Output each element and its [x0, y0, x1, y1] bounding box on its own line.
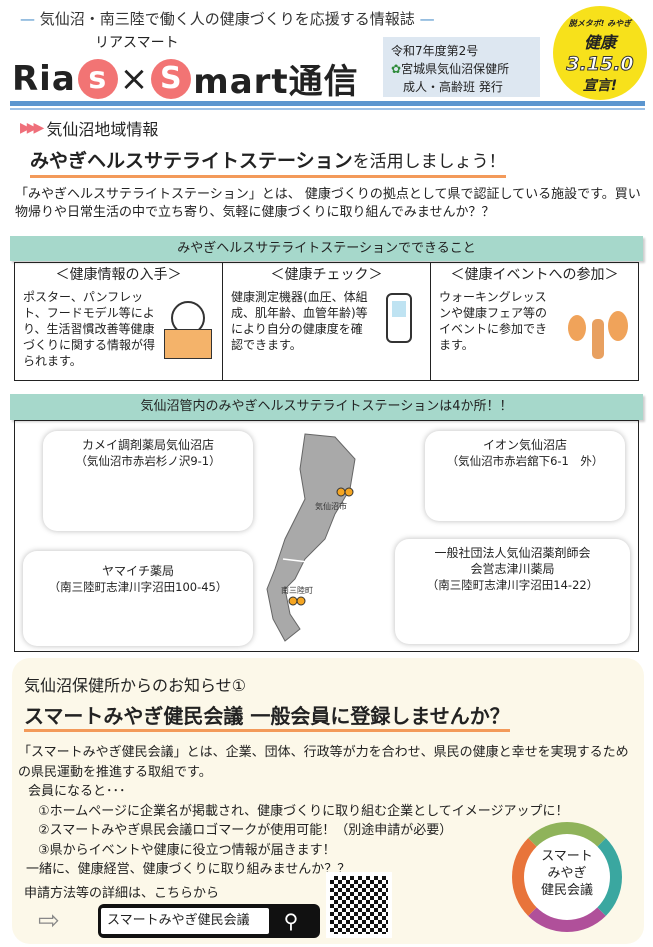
can-do-columns: ＜健康情報の入手＞ポスター、パンフレット、フードモデル等により、生活習慣改善等健… — [14, 262, 639, 381]
map-label-kesennuma: 気仙沼市 — [315, 502, 347, 511]
section-heading: ▶▶▶気仙沼地域情報 — [20, 120, 159, 139]
column-info: ＜健康情報の入手＞ポスター、パンフレット、フードモデル等により、生活習慣改善等健… — [15, 263, 223, 380]
health-device-icon — [386, 293, 412, 343]
logo-ruby: リアスマート — [95, 35, 179, 51]
notice-body: 「スマートみやぎ健民会議」とは、企業、団体、行政等が力を合わせ、県民の健康と幸せ… — [18, 745, 629, 877]
section-title: みやぎヘルスサテライトステーションを活用しましょう！ — [30, 146, 506, 178]
health-declaration-badge: 脱メタボ! みやぎ 健康 3.15.0 宣言! — [553, 6, 647, 100]
notice-heading: 気仙沼保健所からのお知らせ① — [24, 676, 247, 695]
column-event: ＜健康イベントへの参加＞ウォーキングレッスンや健康フェア等のイベントに参加できま… — [431, 263, 638, 380]
tagline: — 気仙沼・南三陸で働く人の健康づくりを応援する情報誌 — — [20, 10, 435, 28]
search-icon[interactable]: ⚲ — [283, 909, 299, 933]
store-card: 一般社団法人気仙沼薬剤師会 会営志津川薬局（南三陸町志津川字沼田14-22） — [395, 539, 630, 644]
smart-miyagi-logo: スマート みやぎ 健民会議 — [512, 822, 622, 932]
map-label-minamisanriku: 南三陸町 — [281, 586, 313, 595]
intro-text: 「みやぎヘルスサテライトステーション」とは、 健康づくりの拠点として県で認証して… — [15, 187, 641, 220]
map-shape — [266, 433, 356, 642]
detail-label: 申請方法等の詳細は、こちらから — [24, 886, 220, 901]
search-input[interactable]: スマートみやぎ健民会議 — [101, 908, 269, 934]
stations-map: 気仙沼市 南三陸町 カメイ調剤薬局気仙沼店（気仙沼市赤岩杉ノ沢9-1） イオン気… — [14, 420, 639, 652]
qr-code[interactable] — [326, 872, 392, 938]
store-card: ヤマイチ薬局（南三陸町志津川字沼田100-45） — [23, 551, 253, 646]
issue-info: 令和7年度第2号 ✿宮城県気仙沼保健所 成人・高齢班 発行 — [383, 37, 540, 97]
stations-header: 気仙沼管内のみやぎヘルスサテライトステーションは4か所！！ — [10, 394, 643, 420]
store-card: カメイ調剤薬局気仙沼店（気仙沼市赤岩杉ノ沢9-1） — [43, 431, 253, 531]
arrow-right-icon: ⇨ — [38, 906, 60, 936]
divider — [10, 108, 645, 110]
walking-people-icon — [568, 311, 628, 361]
can-do-header: みやぎヘルスサテライトステーションでできること — [10, 236, 643, 261]
store-card: イオン気仙沼店（気仙沼市赤岩舘下6-1 外） — [425, 431, 625, 521]
arrow-icon: ▶▶▶ — [20, 120, 44, 136]
prefecture-emblem-icon: ✿ — [391, 62, 402, 76]
reading-child-icon — [164, 301, 212, 365]
divider — [10, 101, 645, 106]
search-box[interactable]: スマートみやぎ健民会議 ⚲ — [98, 904, 320, 938]
column-check: ＜健康チェック＞健康測定機器(血圧、体組成、肌年齢、血管年齢)等により自分の健康… — [223, 263, 431, 380]
notice-title: スマートみやぎ健民会議 一般会員に登録しませんか？ — [24, 700, 510, 732]
